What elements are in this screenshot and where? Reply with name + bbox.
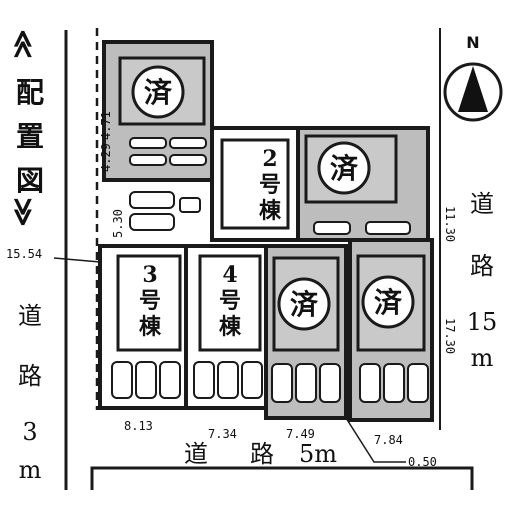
dim-4-71: 4.71 <box>99 111 113 140</box>
house-2-to: 棟 <box>259 198 282 224</box>
dim-7-49: 7.49 <box>286 427 315 441</box>
title-char-3: 図 <box>16 164 44 197</box>
left-road-char-4: m <box>19 456 42 484</box>
left-road-char-3: 3 <box>22 418 37 446</box>
right-road-char-1: 道 <box>470 190 494 218</box>
house-2-building <box>220 138 290 230</box>
left-road-char-2: 路 <box>18 362 42 390</box>
sold-lot-top-left: 済 <box>102 40 214 182</box>
lot-house-3: 3 号 棟 <box>98 244 188 410</box>
car-1 <box>129 191 175 209</box>
lot-house-2: 2 号 棟 <box>210 126 300 242</box>
sold-label: 済 <box>330 152 359 185</box>
house-2-go: 号 <box>259 172 281 198</box>
sold-label: 済 <box>374 286 403 319</box>
sold-label: 済 <box>290 288 319 321</box>
house-3-go: 号 <box>139 288 161 314</box>
house-3-building <box>116 254 182 352</box>
house-4-number: 4 <box>222 262 237 288</box>
house-4-building <box>198 254 262 352</box>
sold-circle <box>131 65 185 119</box>
right-road-char-3: 15 <box>467 308 498 336</box>
dim-7-34: 7.34 <box>208 427 237 441</box>
lot-house-4: 4 号 棟 <box>184 244 268 410</box>
sold-circle <box>361 275 415 329</box>
title-close: ≫ <box>7 197 40 226</box>
dim-17-30: 17.30 <box>443 318 457 354</box>
title-char-2: 置 <box>16 120 44 153</box>
left-road-char-1: 道 <box>18 302 42 330</box>
bottom-road-boundary <box>90 466 474 490</box>
dim-11-30: 11.30 <box>443 206 457 242</box>
car-3 <box>179 197 201 213</box>
north-label: N <box>466 33 479 52</box>
title-open: ≪ <box>7 29 40 58</box>
title-char-1: 配 <box>16 76 44 109</box>
dim-5-30: 5.30 <box>111 209 125 238</box>
north-compass: N <box>443 33 503 122</box>
dim-15-54: 15.54 <box>6 247 42 261</box>
dim-7-84: 7.84 <box>374 433 403 447</box>
sold-circle <box>277 277 331 331</box>
house-4-to: 棟 <box>219 314 242 340</box>
sold-label: 済 <box>144 76 173 109</box>
house-3-number: 3 <box>142 262 157 288</box>
sold-circle <box>317 141 371 195</box>
house-3-to: 棟 <box>139 314 162 340</box>
leader-0-50 <box>345 417 406 463</box>
dim-8-13: 8.13 <box>124 419 153 433</box>
car-2 <box>129 213 175 231</box>
right-road-char-4: m <box>471 344 494 372</box>
dim-0-50: 0.50 <box>408 455 437 469</box>
bottom-road-char-3: 5m <box>299 440 337 468</box>
sold-lot-right-top: 済 <box>296 126 430 242</box>
bottom-road-char-2: 路 <box>250 440 274 468</box>
right-road-char-2: 路 <box>470 252 494 280</box>
house-2-number: 2 <box>262 146 277 172</box>
sold-lot-middle: 済 <box>264 244 348 420</box>
dim-4-29: 4.29 <box>99 143 113 172</box>
sold-lot-right: 済 <box>348 238 434 422</box>
bottom-road-char-1: 道 <box>184 440 208 468</box>
leader-15-54 <box>53 257 101 263</box>
house-4-go: 号 <box>219 288 241 314</box>
